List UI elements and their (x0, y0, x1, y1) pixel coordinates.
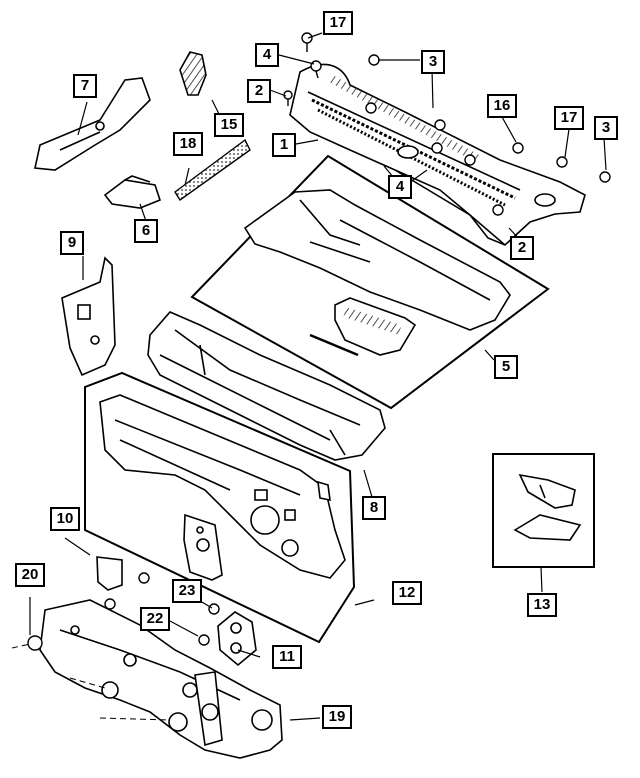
callout-3b: 3 (594, 116, 618, 140)
callout-22: 22 (140, 607, 170, 631)
callout-5: 5 (494, 355, 518, 379)
dash-panel (99, 394, 346, 581)
plate-10 (96, 556, 123, 591)
callout-13: 13 (527, 593, 557, 617)
cowl-plenum-panel (243, 189, 511, 357)
callout-4: 4 (255, 43, 279, 67)
callout-10: 10 (50, 507, 80, 531)
callout-11: 11 (272, 645, 302, 669)
callout-20: 20 (15, 563, 45, 587)
callout-7: 7 (73, 74, 97, 98)
callout-18: 18 (173, 132, 203, 156)
callout-9: 9 (60, 231, 84, 255)
callout-16: 16 (487, 94, 517, 118)
callout-12: 12 (392, 581, 422, 605)
leader-lines (29, 32, 607, 721)
bracket-group-13 (513, 473, 582, 541)
callout-4b: 4 (388, 175, 412, 199)
dash-upper-panel (147, 311, 386, 461)
callout-2b: 2 (510, 236, 534, 260)
callout-19: 19 (322, 705, 352, 729)
callout-3: 3 (421, 50, 445, 74)
bracket-part-6 (103, 175, 161, 209)
grille-part-15 (179, 51, 207, 96)
dashed-extensions (11, 643, 171, 721)
callout-17b: 17 (554, 106, 584, 130)
seal-strip-18 (174, 138, 251, 202)
callout-23: 23 (172, 579, 202, 603)
callout-8: 8 (362, 496, 386, 520)
fasteners (27, 32, 611, 651)
group-frame-dash (84, 371, 356, 644)
bracket-part-7 (34, 77, 151, 171)
callout-1: 1 (272, 133, 296, 157)
callout-15: 15 (214, 113, 244, 137)
group-frame-brackets (492, 453, 595, 568)
callout-2: 2 (247, 79, 271, 103)
callout-6: 6 (134, 219, 158, 243)
dash-silencer (39, 599, 283, 759)
plate-11 (217, 611, 257, 667)
cowl-top-panel (289, 63, 586, 246)
pillar-brace-9 (61, 256, 116, 377)
callout-17: 17 (323, 11, 353, 35)
